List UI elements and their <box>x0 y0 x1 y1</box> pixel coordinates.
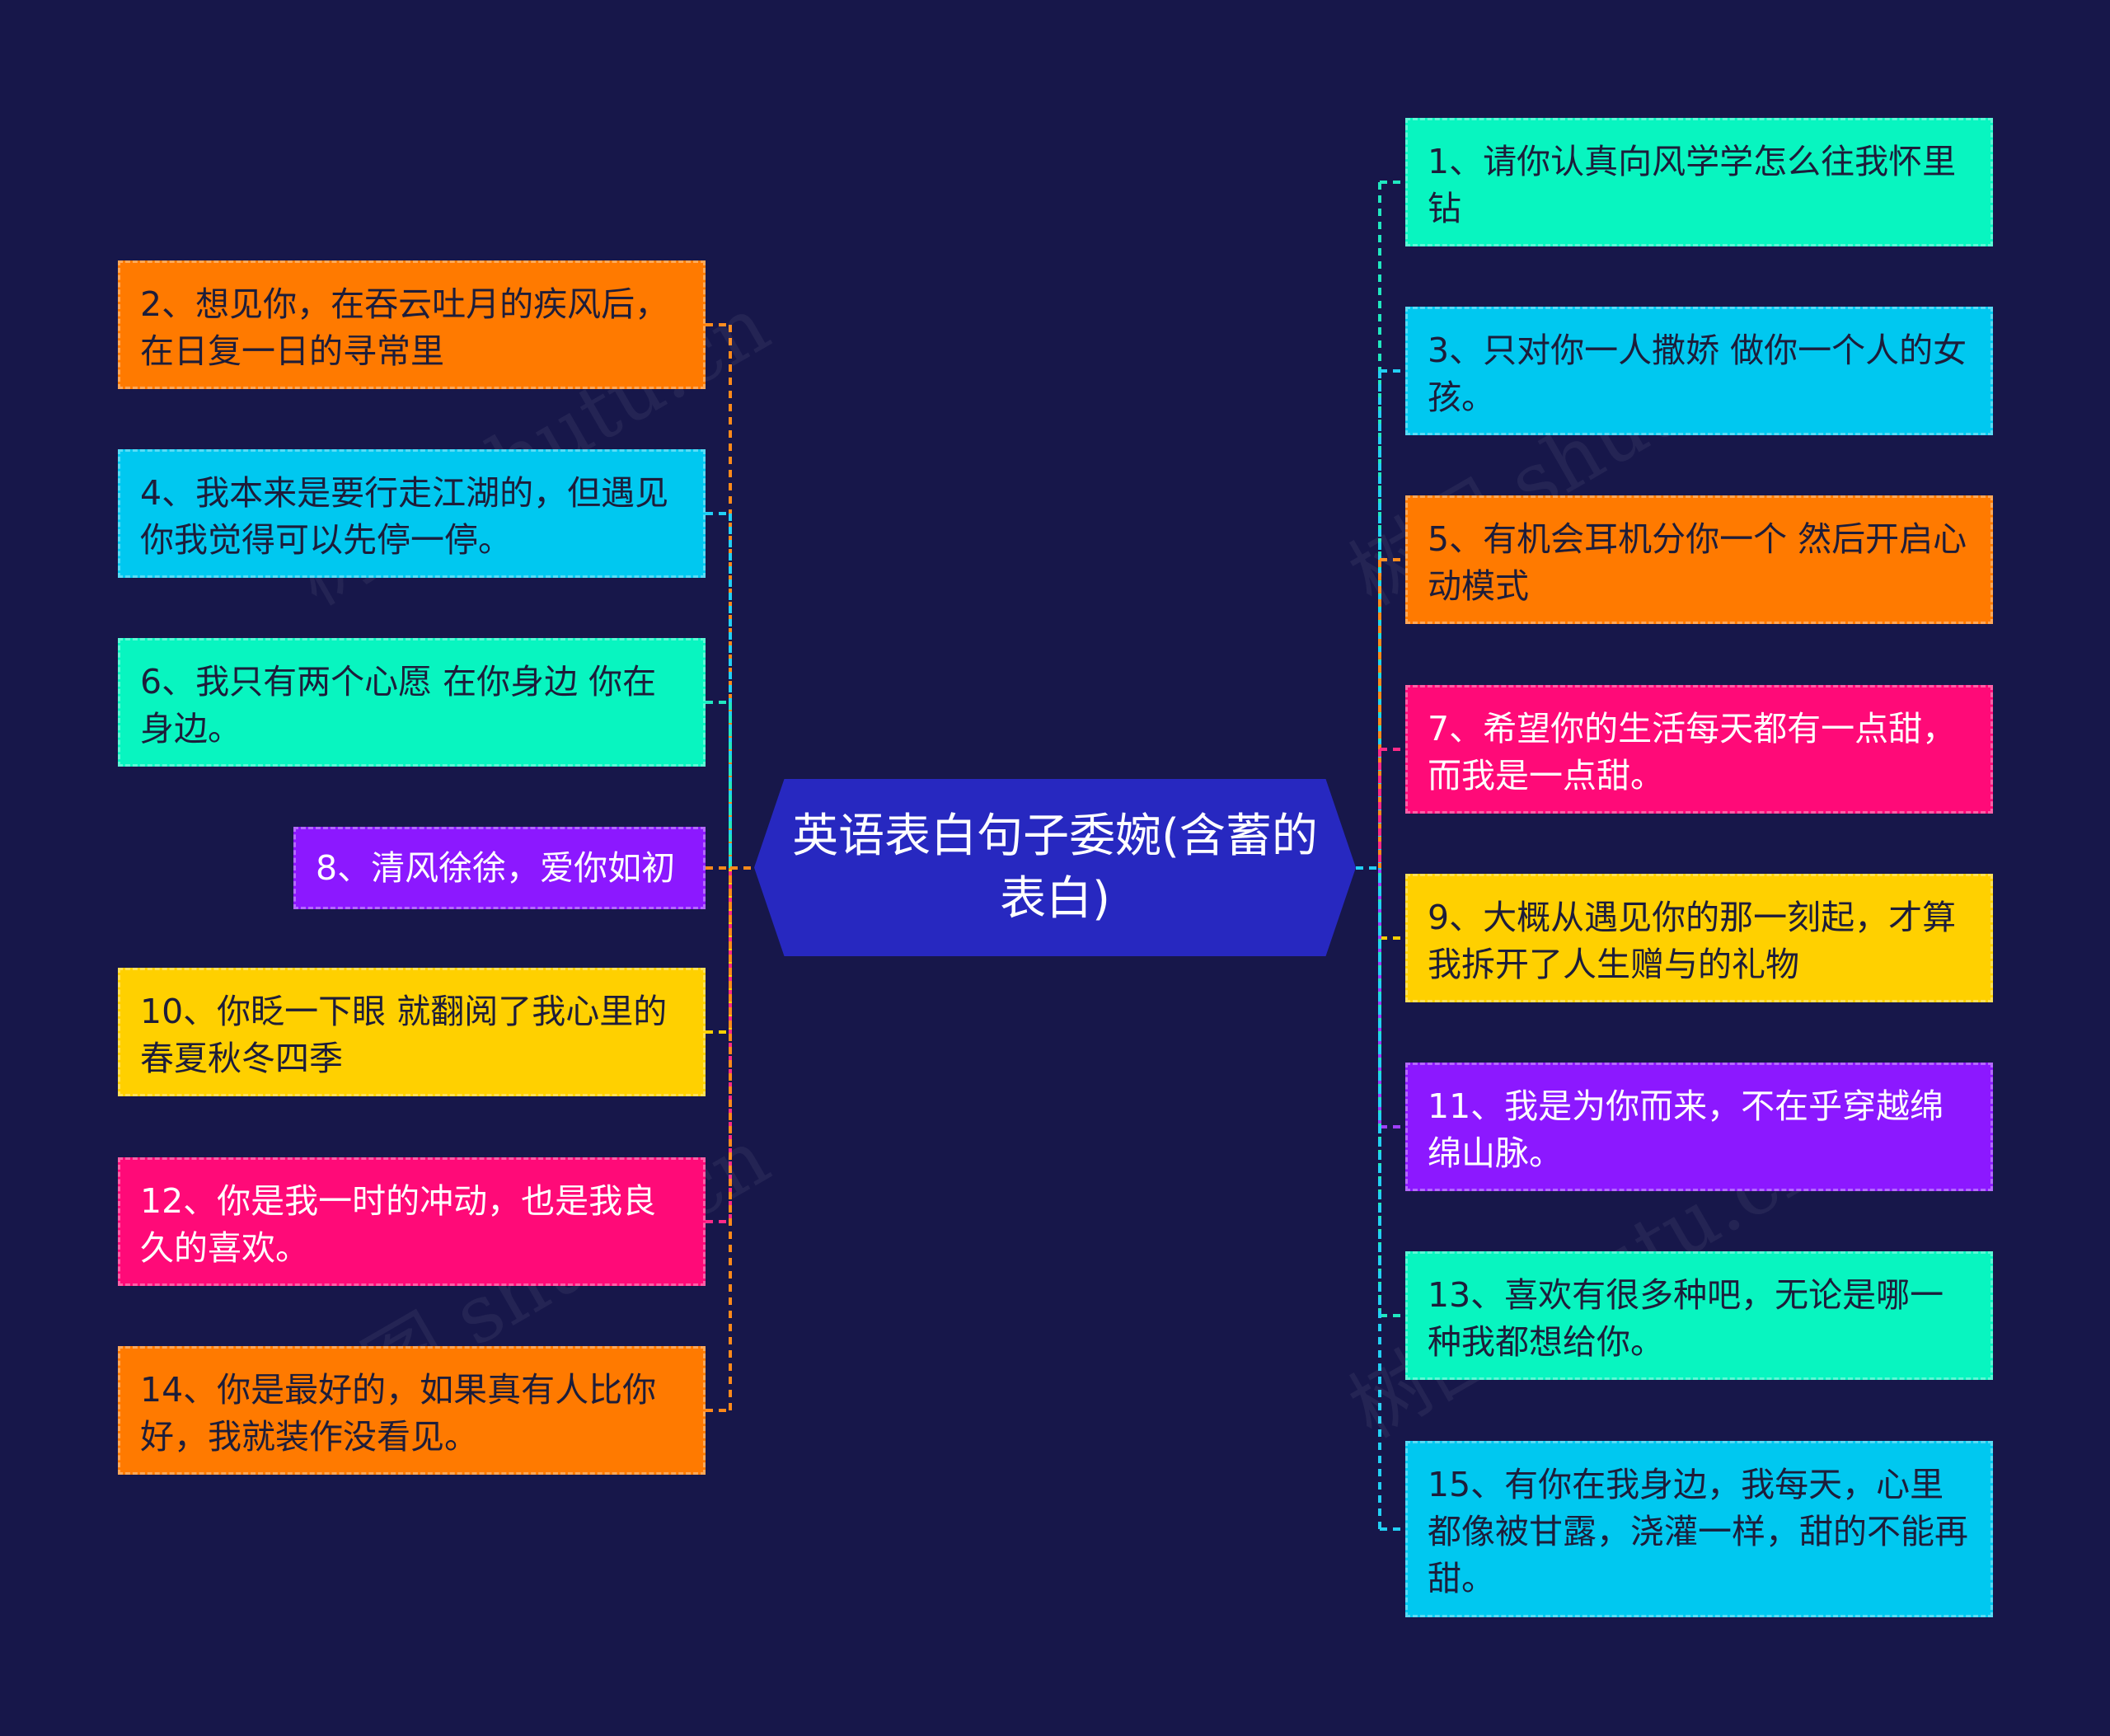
topic-label: 11、我是为你而来，不在乎穿越绵绵山脉。 <box>1428 1086 1944 1173</box>
left-topic-node[interactable]: 10、你眨一下眼 就翻阅了我心里的春夏秋冬四季 <box>118 968 706 1096</box>
topic-label: 12、你是我一时的冲动，也是我良久的喜欢。 <box>140 1181 657 1268</box>
left-topic-node[interactable]: 8、清风徐徐，爱你如初 <box>293 827 706 909</box>
left-topic-node[interactable]: 12、你是我一时的冲动，也是我良久的喜欢。 <box>118 1157 706 1286</box>
topic-label: 5、有机会耳机分你一个 然后开启心动模式 <box>1428 519 1967 606</box>
right-topic-node[interactable]: 3、只对你一人撒娇 做你一个人的女孩。 <box>1405 307 1993 435</box>
topic-label: 7、希望你的生活每天都有一点甜，而我是一点甜。 <box>1428 709 1957 795</box>
left-topic-node[interactable]: 4、我本来是要行走江湖的，但遇见你我觉得可以先停一停。 <box>118 449 706 578</box>
topic-label: 13、喜欢有很多种吧，无论是哪一种我都想给你。 <box>1428 1275 1944 1362</box>
right-topic-node[interactable]: 7、希望你的生活每天都有一点甜，而我是一点甜。 <box>1405 685 1993 814</box>
right-topic-node[interactable]: 1、请你认真向风学学怎么往我怀里钻 <box>1405 118 1993 246</box>
topic-label: 4、我本来是要行走江湖的，但遇见你我觉得可以先停一停。 <box>140 473 669 560</box>
topic-label: 3、只对你一人撒娇 做你一个人的女孩。 <box>1428 331 1967 417</box>
topic-label: 1、请你认真向风学学怎么往我怀里钻 <box>1428 142 1957 228</box>
central-topic-label: 英语表白句子委婉(含蓄的表白) <box>792 809 1318 926</box>
left-topic-node[interactable]: 6、我只有两个心愿 在你身边 你在身边。 <box>118 638 706 767</box>
topic-label: 15、有你在我身边，我每天，心里都像被甘露，浇灌一样，甜的不能再甜。 <box>1428 1465 1968 1598</box>
topic-label: 14、你是最好的，如果真有人比你好，我就装作没看见。 <box>140 1370 657 1457</box>
right-topic-node[interactable]: 5、有机会耳机分你一个 然后开启心动模式 <box>1405 495 1993 624</box>
left-topic-node[interactable]: 14、你是最好的，如果真有人比你好，我就装作没看见。 <box>118 1346 706 1475</box>
topic-label: 10、你眨一下眼 就翻阅了我心里的春夏秋冬四季 <box>140 992 668 1078</box>
left-topic-node[interactable]: 2、想见你，在吞云吐月的疾风后，在日复一日的寻常里 <box>118 260 706 389</box>
right-topic-node[interactable]: 9、大概从遇见你的那一刻起，才算我拆开了人生赠与的礼物 <box>1405 874 1993 1002</box>
right-topic-node[interactable]: 13、喜欢有很多种吧，无论是哪一种我都想给你。 <box>1405 1251 1993 1380</box>
right-topic-node[interactable]: 15、有你在我身边，我每天，心里都像被甘露，浇灌一样，甜的不能再甜。 <box>1405 1441 1993 1617</box>
right-topic-node[interactable]: 11、我是为你而来，不在乎穿越绵绵山脉。 <box>1405 1063 1993 1191</box>
topic-label: 6、我只有两个心愿 在你身边 你在身边。 <box>140 662 657 748</box>
topic-label: 8、清风徐徐，爱你如初 <box>316 847 676 888</box>
topic-label: 2、想见你，在吞云吐月的疾风后，在日复一日的寻常里 <box>140 284 669 371</box>
central-topic[interactable]: 英语表白句子委婉(含蓄的表白) <box>754 779 1356 956</box>
topic-label: 9、大概从遇见你的那一刻起，才算我拆开了人生赠与的礼物 <box>1428 898 1957 984</box>
